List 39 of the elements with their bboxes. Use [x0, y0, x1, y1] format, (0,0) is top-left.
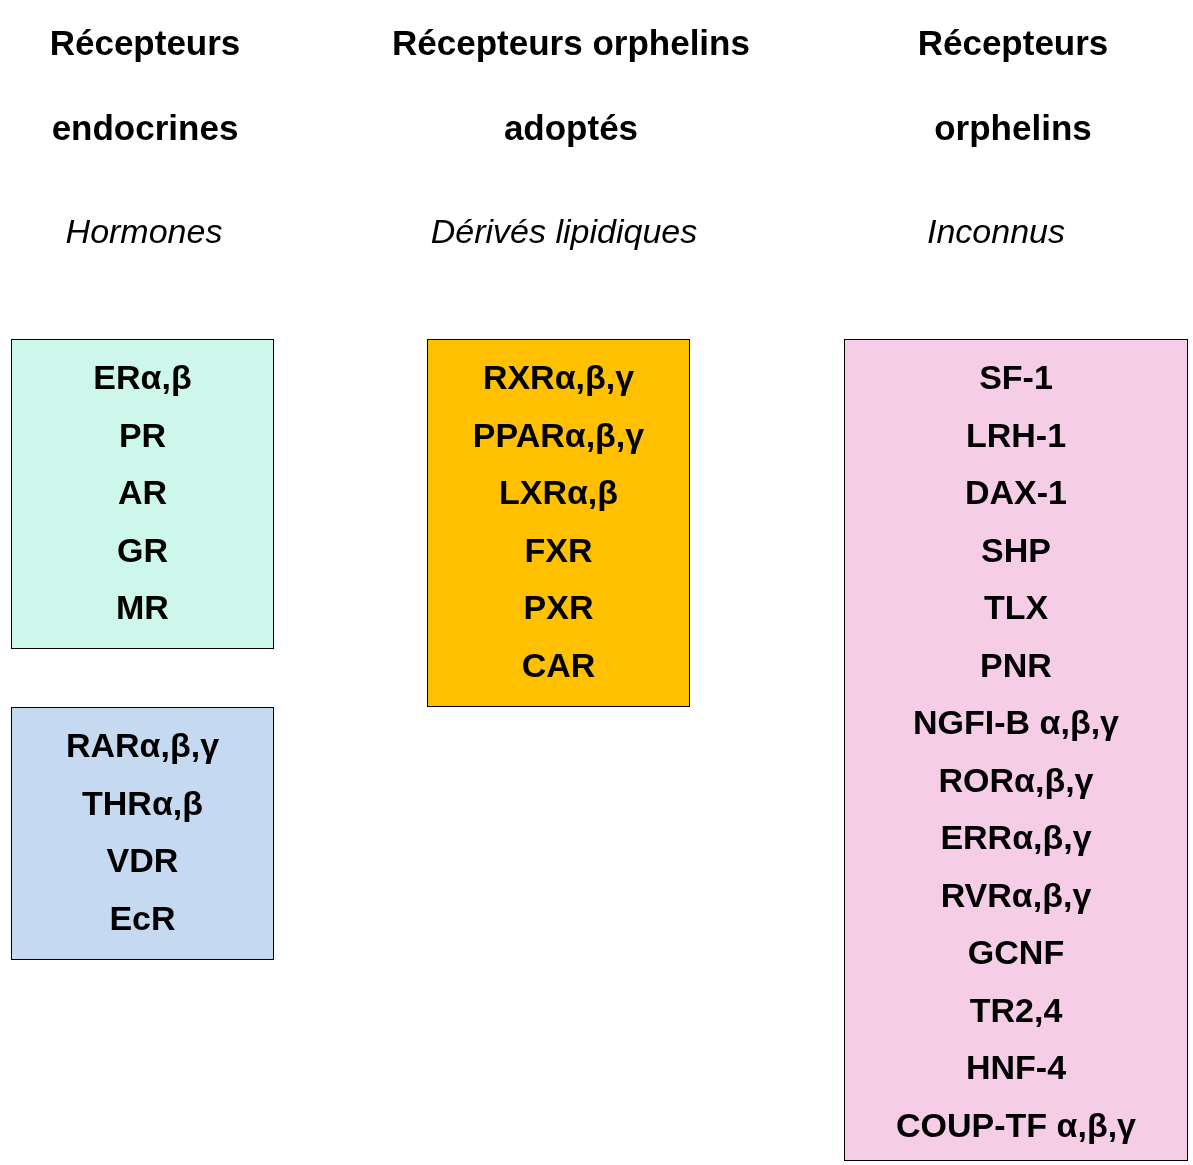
receptor-name: THRα,β: [82, 782, 203, 824]
receptor-name: COUP-TF α,β,γ: [896, 1104, 1136, 1146]
receptor-name: PR: [118, 414, 167, 456]
receptor-name: SF-1: [979, 357, 1053, 398]
receptor-name: PNR: [980, 644, 1052, 686]
receptor-name: CAR: [521, 644, 596, 686]
receptor-name: TLX: [983, 587, 1049, 628]
receptor-name: PPARα,β,γ: [472, 414, 645, 456]
receptor-name: RORα,β,γ: [938, 759, 1094, 801]
receptor-name: RVRα,β,γ: [940, 874, 1092, 916]
receptor-name: NGFI-B α,β,γ: [913, 702, 1119, 743]
receptor-name: RXRα,β,γ: [482, 357, 635, 398]
receptor-name: PXR: [523, 587, 594, 628]
receptor-name: HNF-4: [965, 1047, 1067, 1088]
column-subtitle: Dérivés lipidiques: [429, 211, 699, 252]
receptor-name: AR: [117, 472, 168, 513]
column-heading: Récepteurs orphelins: [916, 22, 1110, 149]
receptor-name: LRH-1: [965, 414, 1067, 456]
receptor-list-box: [844, 339, 1188, 1161]
column-heading: Récepteurs endocrines: [48, 22, 242, 149]
receptor-list-box: [427, 339, 690, 707]
receptor-name: GCNF: [967, 932, 1065, 973]
receptor-list-box: [11, 339, 274, 649]
column-heading: Récepteurs orphelins adoptés: [391, 22, 751, 149]
receptor-name: ERα,β: [93, 357, 192, 398]
column-subtitle: Hormones: [64, 211, 224, 252]
receptor-list-box: [11, 707, 274, 960]
receptor-name: DAX-1: [965, 472, 1067, 513]
receptor-name: LXRα,β: [498, 472, 619, 513]
receptor-name: SHP: [981, 529, 1051, 571]
receptor-name: TR2,4: [969, 989, 1063, 1031]
column-subtitle: Inconnus: [926, 211, 1066, 252]
receptor-name: EcR: [109, 897, 176, 939]
receptor-name: FXR: [524, 529, 593, 571]
receptor-name: MR: [116, 587, 169, 628]
receptor-name: VDR: [106, 840, 179, 881]
receptor-name: ERRα,β,γ: [940, 817, 1092, 858]
receptor-name: RARα,β,γ: [65, 725, 220, 766]
receptor-name: GR: [117, 529, 168, 571]
